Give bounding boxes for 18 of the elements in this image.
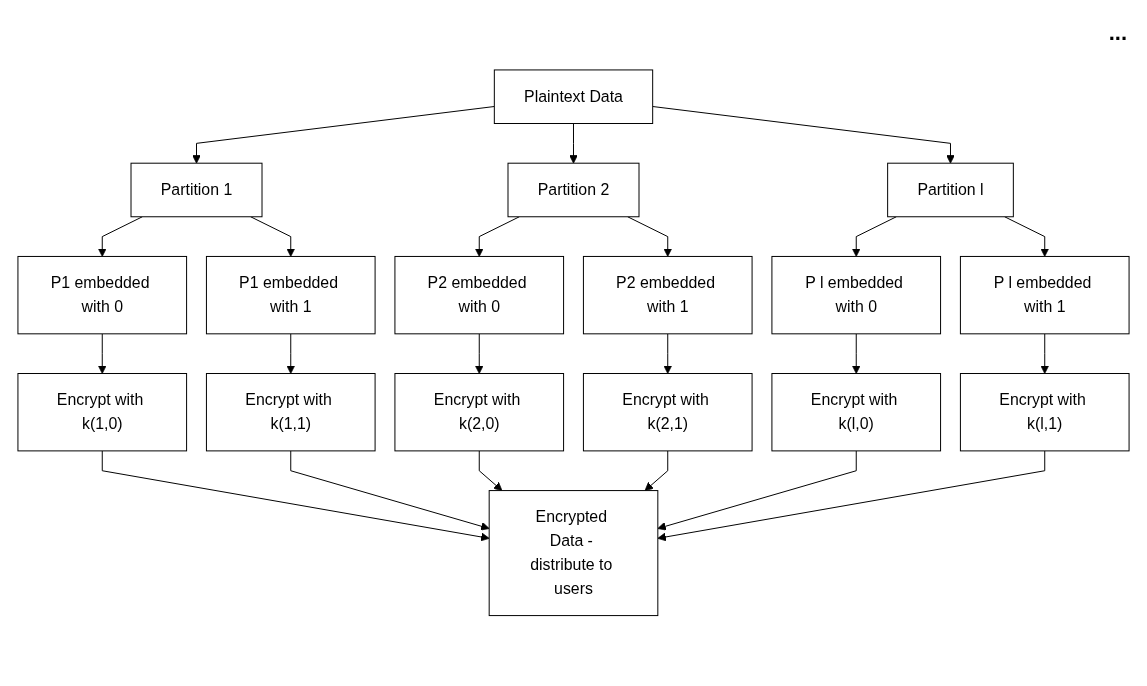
node-box: Partition 1	[130, 162, 263, 218]
node-box: Partition l	[887, 162, 1014, 218]
node-box: Encrypted Data - distribute to users	[488, 490, 659, 617]
node-box: P l embedded with 1	[959, 256, 1130, 335]
node-box: P1 embedded with 1	[205, 256, 376, 335]
node-box: Encrypt with k(1,0)	[17, 373, 188, 452]
node-box: Encrypt with k(2,1)	[582, 373, 753, 452]
node-box: P2 embedded with 0	[394, 256, 565, 335]
node-box: Encrypt with k(1,1)	[205, 373, 376, 452]
node-box: Plaintext Data	[493, 69, 654, 125]
node-box: P l embedded with 0	[771, 256, 942, 335]
node-box: Encrypt with k(l,1)	[959, 373, 1130, 452]
node-box: P2 embedded with 1	[582, 256, 753, 335]
ellipsis-mark: ...	[1108, 20, 1127, 46]
node-box: Partition 2	[507, 162, 640, 218]
node-box: Encrypt with k(l,0)	[771, 373, 942, 452]
node-box: Encrypt with k(2,0)	[394, 373, 565, 452]
node-box: P1 embedded with 0	[17, 256, 188, 335]
